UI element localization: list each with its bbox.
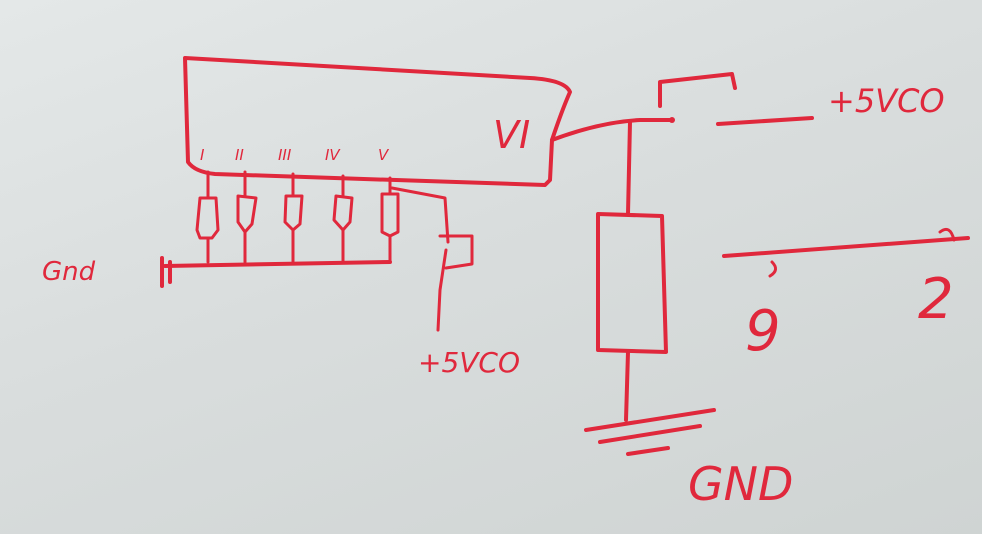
wire-label-right: 2 [918,267,954,332]
pin-label-3: III [278,146,292,164]
common-bus [163,260,392,268]
load-resistor [596,212,668,354]
gnd-label: GND [688,457,793,511]
diode-3 [283,194,304,264]
pin-label-1: I [200,146,205,164]
pin-legs [206,170,392,200]
switch-bottom [390,186,474,332]
pin-label-4: IV [325,146,341,164]
diode-2 [236,194,258,264]
gnd-small-label: Gnd [42,257,96,287]
gnd-small-symbol [160,256,172,288]
ic-body [183,56,572,187]
diode-1 [195,196,220,264]
ic-label: VI [493,113,530,157]
vi-output-wire [550,118,674,142]
right-wire-marker-left [768,260,777,278]
vcc-label-bottom: +5VCO [418,346,520,379]
right-wire-marker-right [938,227,956,242]
switch-top [658,72,814,126]
wire-to-ground [624,350,630,422]
wire-label-left: 9 [745,299,781,364]
vcc-label-right: +5VCO [828,82,945,120]
right-wire [722,236,970,258]
wire-to-resistor [626,120,632,216]
pin-label-2: II [235,146,244,164]
ground-symbol [584,408,716,456]
diode-4 [332,194,354,264]
diode-5 [380,192,400,264]
pin-label-5: V [378,146,390,164]
junction-dot [669,117,675,123]
